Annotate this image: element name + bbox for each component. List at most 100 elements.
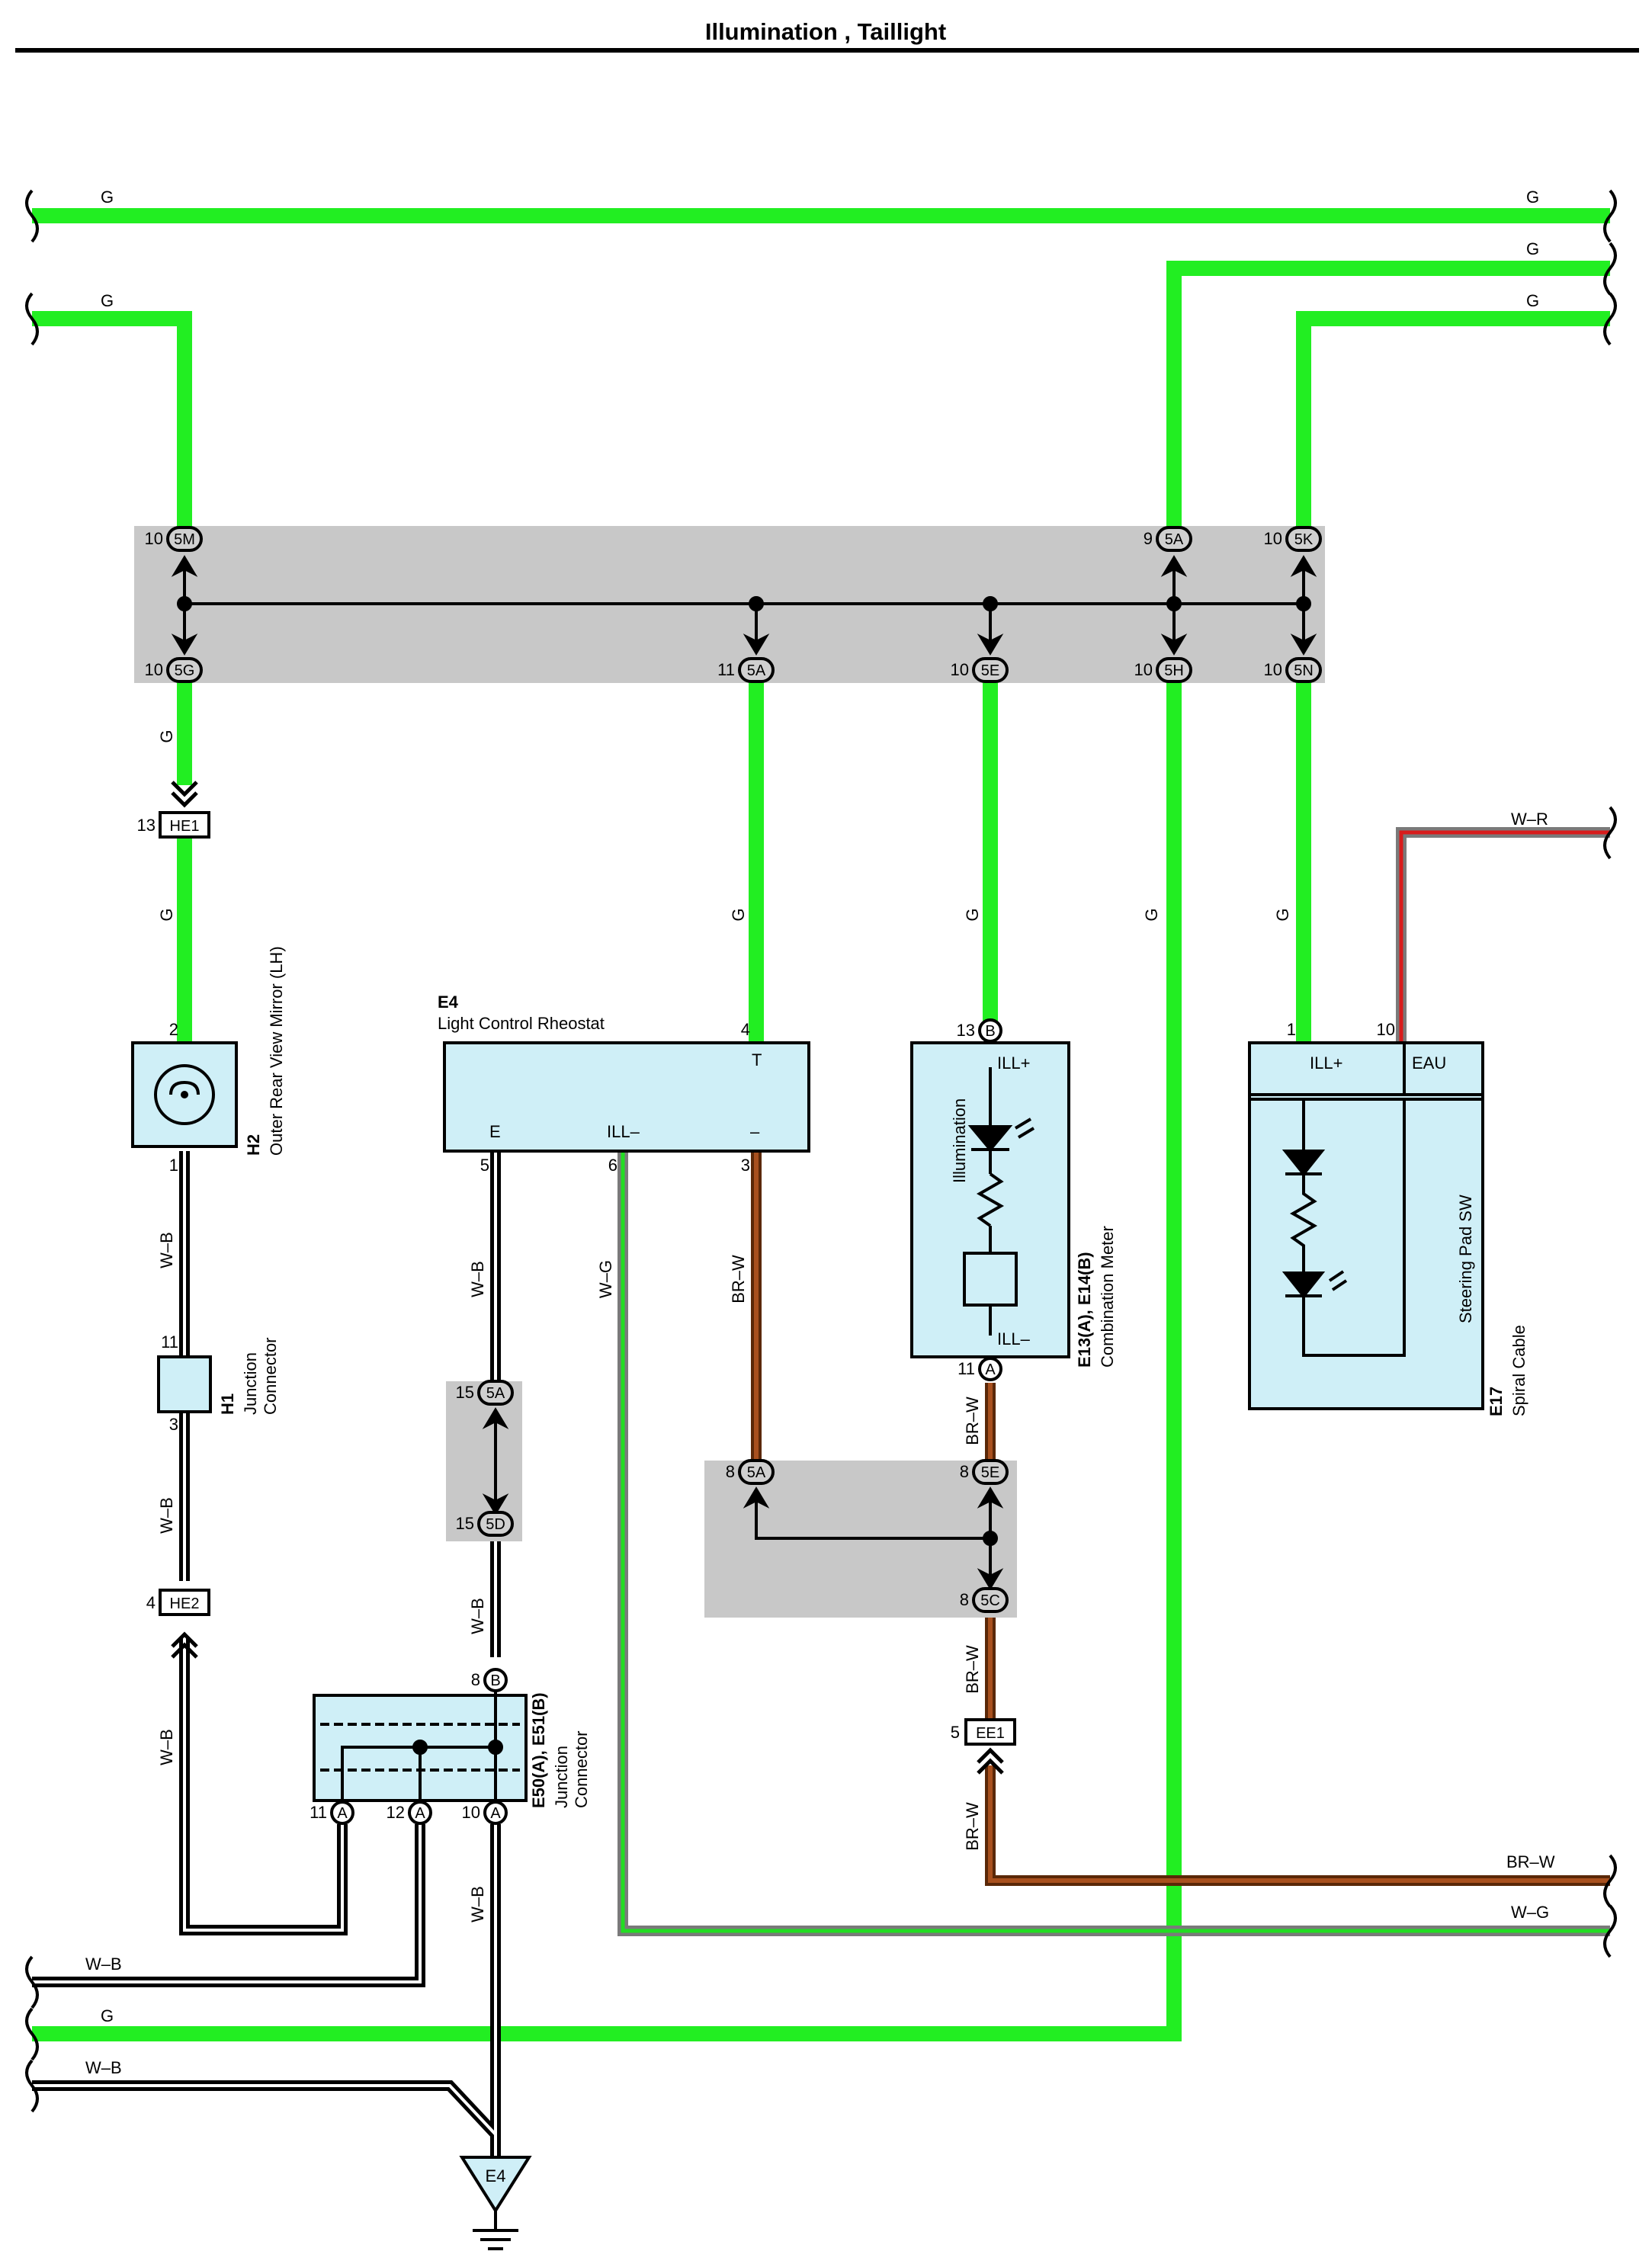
label-wb3: W–B [157,1729,176,1765]
svg-text:11: 11 [958,1359,975,1378]
svg-text:8: 8 [960,1462,969,1481]
wire-labels-vertical: G G G G G G W–B W–B W–B W–B W–G BR–W W–B… [157,730,1292,1922]
ground-symbol [459,2156,532,2250]
e4-pin-t: T [752,1050,762,1069]
wb-wires [32,1151,501,2156]
junction-bus [171,555,1317,656]
svg-text:6: 6 [608,1156,617,1175]
component-e4-box [443,1041,810,1153]
label-sw-g: G [1273,908,1292,921]
wire-wg [617,1151,1610,1936]
junction-5a-5d-internal [482,1407,509,1515]
connector-he2: HE2 [170,1595,200,1612]
svg-text:10: 10 [1134,660,1153,679]
svg-text:2: 2 [169,1020,178,1039]
svg-text:15: 15 [456,1514,474,1533]
e17-eau: EAU [1412,1053,1446,1073]
label-long-g: G [1142,908,1161,921]
meter-illm: ILL– [997,1329,1031,1348]
svg-text:10: 10 [951,660,969,679]
brown-wires [751,1151,1610,1886]
wire-g-3 [1296,311,1610,540]
wire-labels-horizontal: G G G G G W–R W–B G W–B BR–W W–G [85,188,1555,2077]
break-marks [25,189,1617,2113]
h1-id: H1 [218,1393,237,1415]
jc-name1: Junction [552,1746,571,1808]
svg-text:10: 10 [1264,529,1282,548]
meter-illp: ILL+ [997,1053,1030,1073]
label-bot-g: G [101,2006,114,2025]
connector-5g: 5G [175,662,195,679]
wire-g-2 [1166,261,1610,540]
svg-text:4: 4 [146,1593,156,1612]
svg-text:11: 11 [717,660,735,679]
pin-b-8: B [490,1672,500,1689]
connector-5a-bottom: 5A [747,662,766,679]
connector-5h: 5H [1164,662,1184,679]
chevrons [171,781,1004,1775]
jc-id: E50(A), E51(B) [529,1692,548,1808]
e17-id: E17 [1487,1387,1506,1416]
connector-5e-8: 5E [981,1464,999,1481]
e4-pin-e: E [489,1122,501,1141]
label-wb2: W–B [157,1497,176,1534]
svg-text:8: 8 [726,1462,735,1481]
pill-labels: 5M 5A 5K 5G 5A 5E 5H 5N 5A 5D 5A 5E 5C [174,531,1314,1609]
svg-text:10: 10 [145,529,163,548]
green-wires [32,208,1610,2041]
lamp-center [181,1091,188,1098]
label-gnd-wb: W–B [468,1886,487,1922]
pin-a-11: A [985,1361,996,1378]
e17-inner: Steering Pad SW [1456,1195,1475,1323]
svg-text:10: 10 [145,660,163,679]
svg-text:5: 5 [951,1723,960,1742]
label-top-g-right: G [1526,188,1539,207]
label-bot-wb2: W–B [85,2058,122,2077]
component-labels: H2 Outer Rear View Mirror (LH) H1 Juncti… [218,946,1529,1808]
label-top-g-left: G [101,188,114,207]
connector-5a-8: 5A [747,1464,766,1481]
e17-internal-circuit [1249,1043,1483,1357]
e4-pin-ill: ILL– [607,1122,640,1141]
pin-a-j10: A [490,1805,501,1822]
svg-text:11: 11 [310,1803,327,1822]
svg-text:15: 15 [456,1383,474,1402]
label-right-brw: BR–W [1506,1852,1555,1871]
e4-pin-minus: – [750,1122,760,1141]
e4-id: E4 [438,993,459,1012]
meter-inner: Illumination [950,1098,969,1183]
label-wb1: W–B [157,1232,176,1268]
svg-text:4: 4 [741,1020,750,1039]
meter-id: E13(A), E14(B) [1075,1252,1094,1368]
label-e4-wg: W–G [596,1260,615,1298]
e17-illp: ILL+ [1310,1053,1342,1073]
connector-ee1: EE1 [976,1725,1005,1742]
jc-name2: Connector [572,1730,591,1808]
jc-internal [320,1680,520,1808]
connector-5a-15: 5A [486,1385,505,1402]
svg-text:11: 11 [161,1332,178,1352]
label-wr: W–R [1511,810,1548,829]
wire-wr [1396,827,1610,1043]
circle-pins [330,1018,1002,1825]
label-bot-wb1: W–B [85,1955,122,1974]
pill-connectors [166,526,1322,1613]
label-h2-up: G [157,730,176,742]
e4-name: Light Control Rheostat [438,1014,605,1033]
label-e4-brw: BR–W [729,1255,748,1304]
svg-text:8: 8 [960,1590,969,1609]
label-e4-g: G [729,908,748,921]
label-jc-wb: W–B [468,1598,487,1634]
rect-connectors [159,811,1016,1746]
pin-b-13: B [985,1023,995,1040]
svg-text:10: 10 [462,1803,480,1822]
h1-name2: Connector [261,1337,280,1415]
pin-numbers: 10 9 10 10 11 10 10 10 13 2 1 11 3 4 4 5… [137,529,1395,1822]
meter-internal-circuit [963,1067,1035,1336]
meter-name: Combination Meter [1098,1226,1117,1368]
pin-a-j11: A [337,1805,348,1822]
h2-name: Outer Rear View Mirror (LH) [267,946,286,1156]
rect-connector-labels: HE1 HE2 EE1 [170,818,1005,1742]
label-e4-wb: W–B [468,1261,487,1297]
